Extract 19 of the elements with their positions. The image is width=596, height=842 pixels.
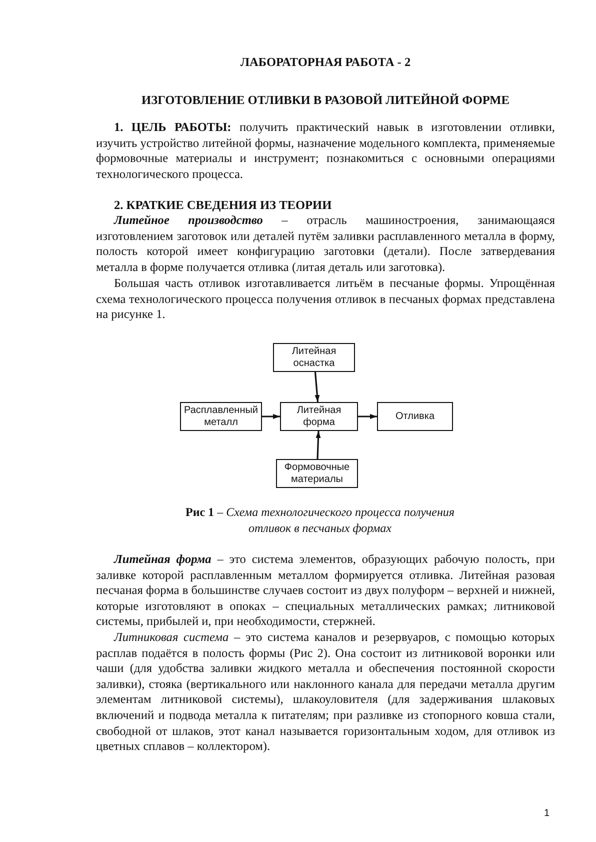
paragraph: Литейная форма – это система элементов, образующих рабочую полость, при заливке которой расплавленным металлом формируется отливка. Литейная разовая песчаная форма в большинстве случаев состоит из двух полуформ – верхней и нижней, которые изготовляют в опоках – специальных металлических рамках; литниковой системы, прибылей и, при необходимости, стержней. xyxy=(96,552,555,630)
page-title: ЛАБОРАТОРНАЯ РАБОТА - 2 xyxy=(239,55,412,71)
arrow xyxy=(262,414,280,419)
paragraph: Большая часть отливок изготавливается литьём в песчаные формы. Упрощённая схема технологического процесса получения отливок в песчаных формах представлена на рисунке 1. xyxy=(96,276,555,323)
arrow xyxy=(358,414,377,419)
process-box: Отливка xyxy=(377,402,453,431)
figure-caption: Рис 1 – Схема технологического процесса получения отливок в песчаных формах xyxy=(184,505,456,536)
process-box: Литейная оснастка xyxy=(273,343,355,372)
paragraph: 1. ЦЕЛЬ РАБОТЫ: получить практический навык в изготовлении отливки, изучить устройство литейной формы, назначение модельного комплекта, применяемые формовочные материалы и инструмент; познакомиться с основными операциями технологического процесса. xyxy=(96,120,555,182)
section-heading: 2. КРАТКИЕ СВЕДЕНИЯ ИЗ ТЕОРИИ xyxy=(113,198,333,214)
paragraph: Литниковая система – это система каналов и резервуаров, с помощью которых расплав подаётся в полость формы (Рис 2). Она состоит из литниковой воронки или чаши (для удобства заливки жидкого металла и обеспечения постоянной скорости заливки), стояка (вертикального или наклонного канала для передачи металла другим элементам литниковой системы), шлакоуловителя (для задерживания шлаковых включений и подвода металла к питателям; при разливке из стопорного ковша стали, свободной от шлаков, этот канал называется горизонтальным ходом, для отливок из цветных сплавов – коллектором). xyxy=(96,630,555,755)
arrow xyxy=(314,372,320,402)
paragraph: Литейное производство – отрасль машиностроения, занимающаяся изготовлением заготовок или деталей путём заливки расплавленного металла в форму, полость которой имеет конфигурацию заготовки (детали). После затвердевания металла в форме получается отливка (литая деталь или заготовка). xyxy=(96,213,555,276)
process-box: Формовочные материалы xyxy=(276,459,358,488)
process-box: Расплавленный металл xyxy=(180,402,262,431)
section-heading: ИЗГОТОВЛЕНИЕ ОТЛИВКИ В РАЗОВОЙ ЛИТЕЙНОЙ ФОРМЕ xyxy=(140,93,510,109)
page-number: 1 xyxy=(544,807,550,821)
arrow xyxy=(316,430,321,460)
process-box: Литейная форма xyxy=(280,402,358,431)
